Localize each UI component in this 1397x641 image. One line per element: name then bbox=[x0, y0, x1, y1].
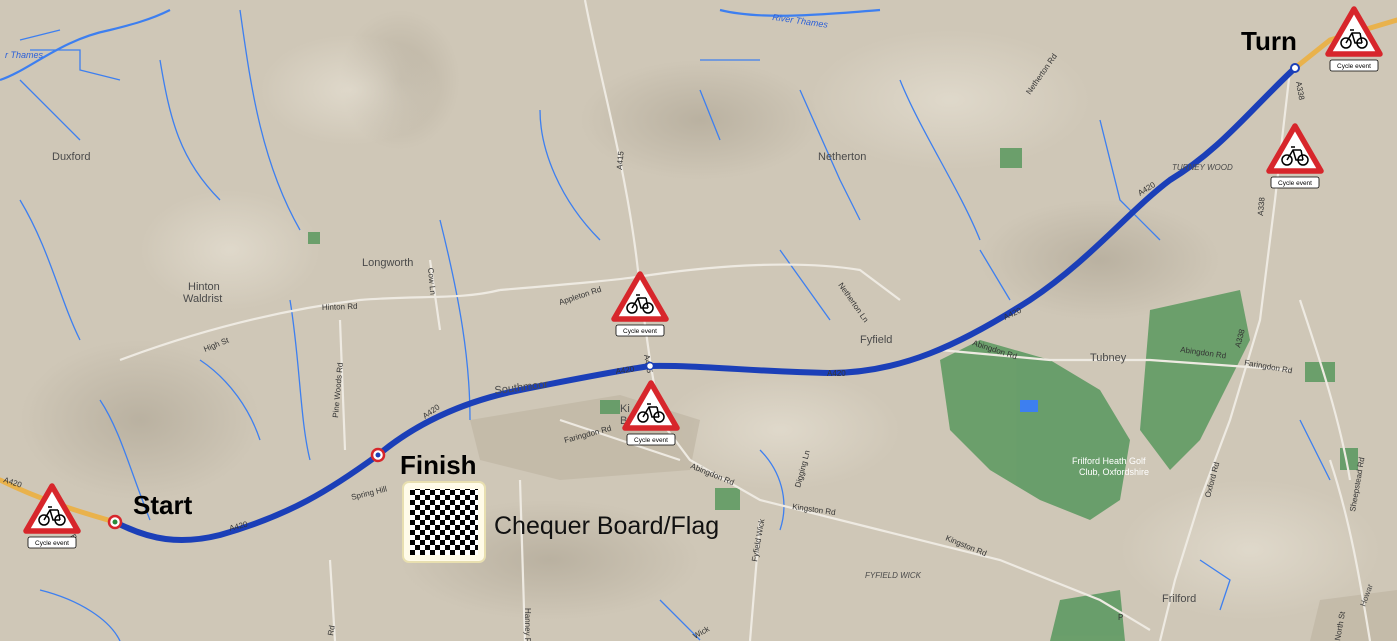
minor-roads bbox=[119, 0, 1372, 641]
golf-pond bbox=[1020, 400, 1038, 412]
place-fyfield-wick: FYFIELD WICK bbox=[865, 571, 922, 580]
cycle-event-sign-turn[interactable]: Cycle event bbox=[1328, 9, 1380, 71]
place-fyfield: Fyfield bbox=[860, 334, 892, 346]
chequer-flag-legend: Chequer Board/Flag bbox=[402, 481, 719, 563]
place-netherton: Netherton bbox=[818, 151, 866, 163]
parking-label: P bbox=[1118, 613, 1123, 622]
cycle-event-caption: Cycle event bbox=[1278, 180, 1312, 187]
place-frilford: Frilford bbox=[1162, 593, 1196, 605]
waterways bbox=[0, 8, 1331, 641]
a420-label-d: A420 bbox=[827, 369, 846, 378]
cycle-event-caption: Cycle event bbox=[623, 328, 657, 335]
rd-bottom-label: Rd bbox=[326, 625, 337, 637]
river-thames-left-label: r Thames bbox=[5, 50, 44, 60]
place-kingston-2: B bbox=[620, 415, 627, 427]
a420-label-c: A420 bbox=[615, 364, 635, 376]
cycle-event-sign-a338[interactable]: Cycle event bbox=[1269, 126, 1321, 188]
hill-shading bbox=[20, 10, 1380, 620]
place-longworth: Longworth bbox=[362, 257, 413, 269]
chequer-board-label: Chequer Board/Flag bbox=[494, 512, 719, 540]
place-golf-2: Club, Oxfordshire bbox=[1079, 467, 1149, 477]
junction-marker bbox=[645, 361, 655, 371]
cycle-event-sign-a415-south[interactable]: Cycle event bbox=[625, 383, 677, 445]
event-route-line[interactable] bbox=[112, 65, 1298, 544]
cycle-event-caption: Cycle event bbox=[1337, 63, 1371, 70]
place-duxford: Duxford bbox=[52, 151, 91, 163]
place-tubney: Tubney bbox=[1090, 352, 1127, 364]
turn-marker[interactable] bbox=[1290, 63, 1300, 73]
route-waypoints bbox=[107, 63, 1300, 530]
cycle-event-sign-a415-north[interactable]: Cycle event bbox=[614, 274, 666, 336]
start-label: Start bbox=[133, 490, 193, 520]
place-kingston-1: Ki bbox=[620, 403, 630, 415]
cow-ln-label: Cow Ln bbox=[426, 267, 437, 295]
a415-label: A415 bbox=[615, 150, 626, 170]
woodland bbox=[308, 148, 1358, 641]
turn-label: Turn bbox=[1241, 26, 1297, 56]
place-golf-1: Frilford Heath Golf bbox=[1072, 456, 1146, 466]
hinton-rd-label: Hinton Rd bbox=[322, 302, 358, 312]
cycle-event-caption: Cycle event bbox=[35, 540, 69, 547]
a338-label-b: A338 bbox=[1256, 196, 1267, 216]
finish-label: Finish bbox=[400, 450, 477, 480]
place-hinton: Hinton bbox=[188, 281, 220, 293]
cycle-event-sign-start[interactable]: Cycle event bbox=[26, 486, 78, 548]
cycle-event-caption: Cycle event bbox=[634, 437, 668, 444]
hanney-rd-label: Hanney Rd bbox=[523, 608, 532, 641]
place-tubney-wood: TURNEY WOOD bbox=[1172, 163, 1233, 172]
place-waldrist: Waldrist bbox=[183, 293, 222, 305]
a338-label-a: A338 bbox=[1294, 81, 1306, 102]
